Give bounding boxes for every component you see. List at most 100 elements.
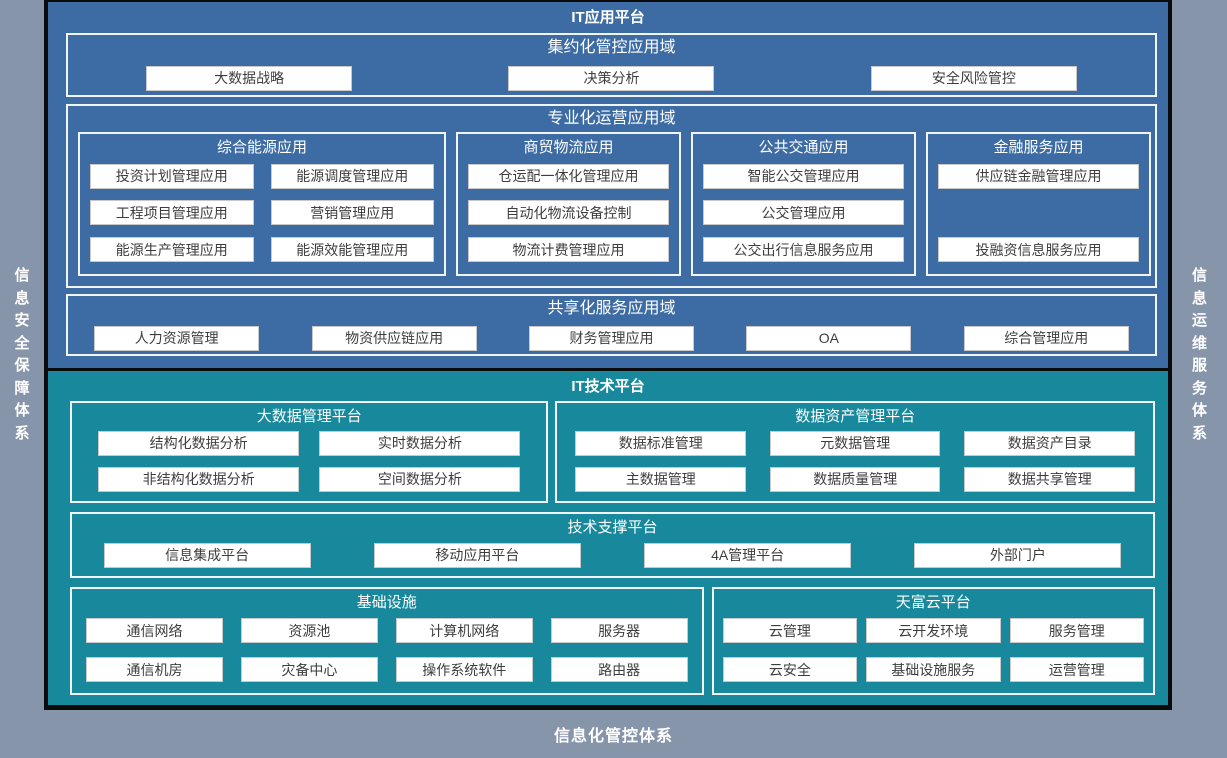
tech-row-data: 大数据管理平台 结构化数据分析 实时数据分析 非结构化数据分析 空间数据分析 数… xyxy=(70,401,1155,503)
shared-items-row: 人力资源管理 物资供应链应用 财务管理应用 OA 综合管理应用 xyxy=(68,322,1155,354)
item-box: 工程项目管理应用 xyxy=(90,200,254,226)
it-application-platform: IT应用平台 集约化管控应用域 大数据战略 决策分析 安全风险管控 专业化运营应… xyxy=(48,2,1168,368)
item-box: 结构化数据分析 xyxy=(98,430,300,456)
group-title: 金融服务应用 xyxy=(993,139,1084,156)
item-box: 云安全 xyxy=(722,657,858,682)
item-box: 投资计划管理应用 xyxy=(90,163,254,189)
box-title: 数据资产管理平台 xyxy=(795,408,916,425)
item-box: 空间数据分析 xyxy=(319,466,521,492)
item-box: 数据共享管理 xyxy=(964,466,1135,492)
item-box: 资源池 xyxy=(240,618,378,643)
item-box: 能源调度管理应用 xyxy=(270,163,435,189)
item-box: 公交出行信息服务应用 xyxy=(703,237,904,263)
box-body: 信息集成平台 移动应用平台 4A管理平台 外部门户 xyxy=(72,540,1153,576)
group-financial-services: 金融服务应用 供应链金融管理应用 投融资信息服务应用 xyxy=(926,132,1151,276)
specialized-groups-row: 综合能源应用 投资计划管理应用 能源调度管理应用 工程项目管理应用 营销管理应用… xyxy=(68,132,1155,286)
item-box: 综合管理应用 xyxy=(963,325,1129,351)
item-box: 投融资信息服务应用 xyxy=(938,237,1139,263)
box-tianfu-cloud-platform: 天富云平台 云管理 云开发环境 服务管理 云安全 基础设施服务 运营管理 xyxy=(711,587,1155,695)
item-box: 能源效能管理应用 xyxy=(270,237,435,263)
item-box: 智能公交管理应用 xyxy=(703,163,904,189)
item-box: 能源生产管理应用 xyxy=(90,237,254,263)
box-infrastructure: 基础设施 通信网络 资源池 计算机网络 服务器 通信机房 灾备中心 操作系统软件… xyxy=(70,587,704,695)
tech-rows: 大数据管理平台 结构化数据分析 实时数据分析 非结构化数据分析 空间数据分析 数… xyxy=(48,401,1168,705)
box-title: 技术支撑平台 xyxy=(567,519,658,536)
app-platform-title: IT应用平台 xyxy=(571,9,645,26)
item-box: 云开发环境 xyxy=(866,618,1001,643)
bottom-rail: 信息化管控体系 xyxy=(0,710,1227,758)
box-title: 天富云平台 xyxy=(895,594,971,611)
item-box: 通信机房 xyxy=(86,657,223,682)
group-title: 公共交通应用 xyxy=(758,139,849,156)
item-box: 财务管理应用 xyxy=(528,325,694,351)
box-bigdata-platform: 大数据管理平台 结构化数据分析 实时数据分析 非结构化数据分析 空间数据分析 xyxy=(70,401,549,503)
bottom-rail-label: 信息化管控体系 xyxy=(553,728,673,745)
item-box: 运营管理 xyxy=(1009,657,1144,682)
central-panel: IT应用平台 集约化管控应用域 大数据战略 决策分析 安全风险管控 专业化运营应… xyxy=(44,0,1172,710)
group-body: 供应链金融管理应用 投融资信息服务应用 xyxy=(928,160,1149,274)
domain-title: 专业化运营应用域 xyxy=(547,110,676,127)
item-box: 大数据战略 xyxy=(146,65,353,91)
item-box: 服务管理 xyxy=(1009,618,1144,643)
item-box: 信息集成平台 xyxy=(103,542,311,568)
item-box: 灾备中心 xyxy=(240,657,378,682)
box-title: 基础设施 xyxy=(356,594,417,611)
item-box: 非结构化数据分析 xyxy=(98,466,300,492)
item-box: 供应链金融管理应用 xyxy=(938,163,1139,189)
item-box: 元数据管理 xyxy=(769,430,941,456)
item-box: 数据标准管理 xyxy=(575,430,746,456)
it-technology-platform: IT技术平台 大数据管理平台 结构化数据分析 实时数据分析 非结构化数据分析 空… xyxy=(48,371,1168,705)
left-rail: 信息安全保障体系 xyxy=(0,0,44,710)
group-integrated-energy: 综合能源应用 投资计划管理应用 能源调度管理应用 工程项目管理应用 营销管理应用… xyxy=(78,132,447,276)
item-box: 决策分析 xyxy=(508,65,715,91)
item-box: 数据资产目录 xyxy=(964,430,1135,456)
group-title: 综合能源应用 xyxy=(217,139,308,156)
item-box: 4A管理平台 xyxy=(644,542,852,568)
group-trade-logistics: 商贸物流应用 仓运配一体化管理应用 自动化物流设备控制 物流计费管理应用 xyxy=(456,132,682,276)
item-box: 仓运配一体化管理应用 xyxy=(468,163,670,189)
item-box: 外部门户 xyxy=(914,542,1122,568)
box-body: 数据标准管理 元数据管理 数据资产目录 主数据管理 数据质量管理 数据共享管理 xyxy=(557,429,1153,501)
item-box: 操作系统软件 xyxy=(395,657,533,682)
item-box: 基础设施服务 xyxy=(866,657,1001,682)
item-box: 实时数据分析 xyxy=(319,430,521,456)
tech-row-infra: 基础设施 通信网络 资源池 计算机网络 服务器 通信机房 灾备中心 操作系统软件… xyxy=(70,587,1155,695)
domain-title: 共享化服务应用域 xyxy=(547,300,676,317)
item-box: 主数据管理 xyxy=(575,466,746,492)
item-box: 移动应用平台 xyxy=(373,542,581,568)
item-box: 云管理 xyxy=(722,618,858,643)
right-rail-label: 信息运维服务体系 xyxy=(1191,267,1207,442)
box-body: 结构化数据分析 实时数据分析 非结构化数据分析 空间数据分析 xyxy=(72,429,546,501)
right-rail: 信息运维服务体系 xyxy=(1172,0,1227,710)
item-box: 通信网络 xyxy=(86,618,223,643)
group-body: 仓运配一体化管理应用 自动化物流设备控制 物流计费管理应用 xyxy=(458,160,679,274)
domain-title: 集约化管控应用域 xyxy=(547,39,676,56)
box-data-asset-platform: 数据资产管理平台 数据标准管理 元数据管理 数据资产目录 主数据管理 数据质量管… xyxy=(555,401,1155,503)
group-body: 智能公交管理应用 公交管理应用 公交出行信息服务应用 xyxy=(693,160,914,274)
box-body: 通信网络 资源池 计算机网络 服务器 通信机房 灾备中心 操作系统软件 路由器 xyxy=(72,615,702,693)
group-body: 投资计划管理应用 能源调度管理应用 工程项目管理应用 营销管理应用 能源生产管理… xyxy=(80,160,444,274)
item-box: OA xyxy=(746,325,912,351)
intensive-items-row: 大数据战略 决策分析 安全风险管控 xyxy=(68,61,1155,95)
domain-shared-services: 共享化服务应用域 人力资源管理 物资供应链应用 财务管理应用 OA 综合管理应用 xyxy=(66,294,1157,356)
item-box: 路由器 xyxy=(550,657,688,682)
left-rail-label: 信息安全保障体系 xyxy=(14,267,30,442)
item-box: 物资供应链应用 xyxy=(311,325,477,351)
item-box: 数据质量管理 xyxy=(769,466,941,492)
item-box: 自动化物流设备控制 xyxy=(468,200,670,226)
group-public-transport: 公共交通应用 智能公交管理应用 公交管理应用 公交出行信息服务应用 xyxy=(691,132,916,276)
domain-intensive-control: 集约化管控应用域 大数据战略 决策分析 安全风险管控 xyxy=(66,33,1157,97)
item-box: 物流计费管理应用 xyxy=(468,237,670,263)
box-tech-support-platform: 技术支撑平台 信息集成平台 移动应用平台 4A管理平台 外部门户 xyxy=(70,512,1155,578)
item-box: 服务器 xyxy=(550,618,688,643)
item-box: 公交管理应用 xyxy=(703,200,904,226)
group-title: 商贸物流应用 xyxy=(523,139,614,156)
item-box: 人力资源管理 xyxy=(94,325,260,351)
tech-platform-title: IT技术平台 xyxy=(571,378,645,395)
item-box: 安全风险管控 xyxy=(870,65,1077,91)
item-box: 营销管理应用 xyxy=(270,200,435,226)
box-body: 云管理 云开发环境 服务管理 云安全 基础设施服务 运营管理 xyxy=(714,615,1153,693)
item-box: 计算机网络 xyxy=(395,618,533,643)
box-title: 大数据管理平台 xyxy=(256,408,362,425)
